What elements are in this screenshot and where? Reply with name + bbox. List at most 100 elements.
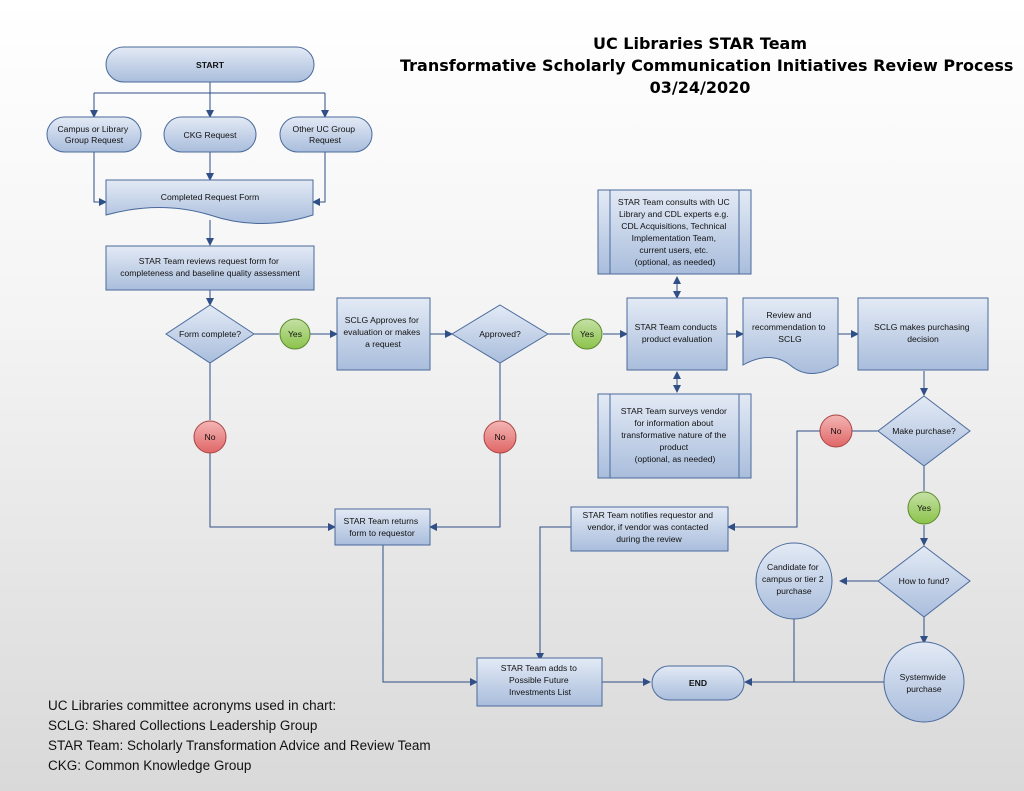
end-node: END xyxy=(651,665,745,701)
returns-form-label: STAR Team returns form to requestor xyxy=(343,516,420,538)
legend-sclg: SCLG: Shared Collections Leadership Grou… xyxy=(48,718,318,733)
title-line-2: Transformative Scholarly Communication I… xyxy=(400,56,1014,75)
form-complete-decision: Form complete? xyxy=(165,304,255,364)
candidate-node: Candidate for campus or tier 2 purchase xyxy=(755,542,833,620)
adds-list-label: STAR Team adds to Possible Future Invest… xyxy=(501,663,580,697)
returns-form-node: STAR Team returns form to requestor xyxy=(334,508,431,546)
no-label-1: No xyxy=(205,432,216,442)
connector-notify-adds xyxy=(536,526,571,661)
diagram-title: UC Libraries STAR Team Transformative Sc… xyxy=(400,33,1014,99)
no-label-2: No xyxy=(495,432,506,442)
make-purchase-label: Make purchase? xyxy=(892,426,956,436)
surveys-vendor-label: STAR Team surveys vendor for information… xyxy=(621,406,730,464)
connector-start-split xyxy=(94,82,325,94)
product-eval-line2: product evaluation xyxy=(642,334,712,344)
surveys-line1: STAR Team surveys vendor xyxy=(621,406,727,416)
ckg-request-label: CKG Request xyxy=(183,130,237,140)
sclg-approves-line1: SCLG Approves for xyxy=(345,315,419,325)
how-to-fund-label: How to fund? xyxy=(899,576,950,586)
surveys-line3: transformative nature of the xyxy=(621,430,726,440)
recommendation-node: Review and recommendation to SCLG xyxy=(742,297,839,374)
consults-line2: Library and CDL experts e.g. xyxy=(619,209,729,219)
form-complete-label: Form complete? xyxy=(179,329,241,339)
acronym-legend: UC Libraries committee acronyms used in … xyxy=(48,696,431,776)
purchasing-decision-node: SCLG makes purchasing decision xyxy=(857,297,989,371)
review-form-line2: completeness and baseline quality assess… xyxy=(120,268,300,278)
title-line-1: UC Libraries STAR Team xyxy=(592,34,808,53)
notifies-line2: vendor, if vendor was contacted xyxy=(587,522,708,532)
sclg-approves-node: SCLG Approves for evaluation or makes a … xyxy=(336,297,431,371)
connector-no-notify xyxy=(727,430,820,531)
campus-request-label-line2: Group Request xyxy=(65,135,124,145)
legend-star: STAR Team: Scholarly Transformation Advi… xyxy=(48,738,431,753)
consults-line5: current users, etc. xyxy=(639,245,708,255)
other-request-label-line2: Request xyxy=(309,135,342,145)
surveys-line5: (optional, as needed) xyxy=(635,454,716,464)
consults-line3: CDL Acquisitions, Technical xyxy=(621,221,726,231)
title-line-3: 03/24/2020 xyxy=(649,78,751,97)
yes-connector-3: Yes xyxy=(907,491,941,525)
campus-request-node: Campus or Library Group Request xyxy=(46,116,142,153)
adds-list-line2: Possible Future xyxy=(509,675,569,685)
review-form-node: STAR Team reviews request form for compl… xyxy=(105,245,315,291)
consults-line1: STAR Team consults with UC xyxy=(618,197,730,207)
yes-label-2: Yes xyxy=(580,329,594,339)
yes-label-3: Yes xyxy=(917,503,931,513)
sclg-approves-line2: evaluation or makes xyxy=(343,327,420,337)
candidate-line3: purchase xyxy=(776,586,812,596)
recommendation-line1: Review and xyxy=(766,310,811,320)
adds-list-line3: Investments List xyxy=(509,687,572,697)
purchasing-decision-line1: SCLG makes purchasing xyxy=(874,322,970,332)
product-eval-line1: STAR Team conducts xyxy=(635,322,717,332)
consults-node: STAR Team consults with UC Library and C… xyxy=(597,189,752,275)
recommendation-line2: recommendation to xyxy=(752,322,826,332)
connector-no-returns2 xyxy=(429,453,501,531)
systemwide-line2: purchase xyxy=(906,684,942,694)
systemwide-label: Systemwide purchase xyxy=(900,672,949,694)
approved-label: Approved? xyxy=(479,329,521,339)
how-to-fund-decision: How to fund? xyxy=(877,545,971,618)
campus-request-label-line1: Campus or Library xyxy=(57,124,128,134)
candidate-label: Candidate for campus or tier 2 purchase xyxy=(762,562,826,596)
ckg-request-node: CKG Request xyxy=(163,116,257,153)
yes-connector-1: Yes xyxy=(279,318,311,350)
returns-form-line2: form to requestor xyxy=(349,528,415,538)
recommendation-line3: SCLG xyxy=(778,334,802,344)
connectors xyxy=(90,82,928,686)
systemwide-node: Systemwide purchase xyxy=(883,641,965,723)
notifies-line3: during the review xyxy=(616,534,682,544)
purchasing-decision-label: SCLG makes purchasing decision xyxy=(874,322,972,344)
notifies-node: STAR Team notifies requestor and vendor,… xyxy=(570,506,729,552)
review-form-line1: STAR Team reviews request form for xyxy=(139,256,279,266)
notifies-line1: STAR Team notifies requestor and xyxy=(583,510,714,520)
candidate-line1: Candidate for xyxy=(767,562,819,572)
adds-list-node: STAR Team adds to Possible Future Invest… xyxy=(476,657,603,707)
other-request-node: Other UC Group Request xyxy=(279,116,373,153)
no-connector-1: No xyxy=(193,420,227,454)
connector-candidate-end xyxy=(745,618,795,683)
no-connector-3: No xyxy=(819,414,853,448)
connector-other-form xyxy=(312,152,326,206)
notifies-label: STAR Team notifies requestor and vendor,… xyxy=(583,510,716,544)
connector-no-returns xyxy=(209,453,336,531)
start-node: START xyxy=(105,46,315,83)
sclg-approves-label: SCLG Approves for evaluation or makes a … xyxy=(343,315,422,349)
other-request-label-line1: Other UC Group xyxy=(293,124,356,134)
purchasing-decision-line2: decision xyxy=(907,334,939,344)
sclg-approves-line3: a request xyxy=(365,339,401,349)
candidate-line2: campus or tier 2 xyxy=(762,574,824,584)
yes-label-1: Yes xyxy=(288,329,302,339)
surveys-vendor-node: STAR Team surveys vendor for information… xyxy=(597,393,752,479)
campus-request-label: Campus or Library Group Request xyxy=(57,124,130,145)
connector-returns-adds xyxy=(382,545,478,686)
connector-campus-form xyxy=(93,152,107,206)
adds-list-line1: STAR Team adds to xyxy=(501,663,577,673)
surveys-line2: for information about xyxy=(634,418,713,428)
product-evaluation-node: STAR Team conducts product evaluation xyxy=(626,297,728,371)
request-form-label: Completed Request Form xyxy=(161,192,259,202)
no-label-3: No xyxy=(831,426,842,436)
yes-connector-2: Yes xyxy=(571,318,603,350)
consults-label: STAR Team consults with UC Library and C… xyxy=(618,197,732,267)
legend-heading: UC Libraries committee acronyms used in … xyxy=(48,698,337,713)
